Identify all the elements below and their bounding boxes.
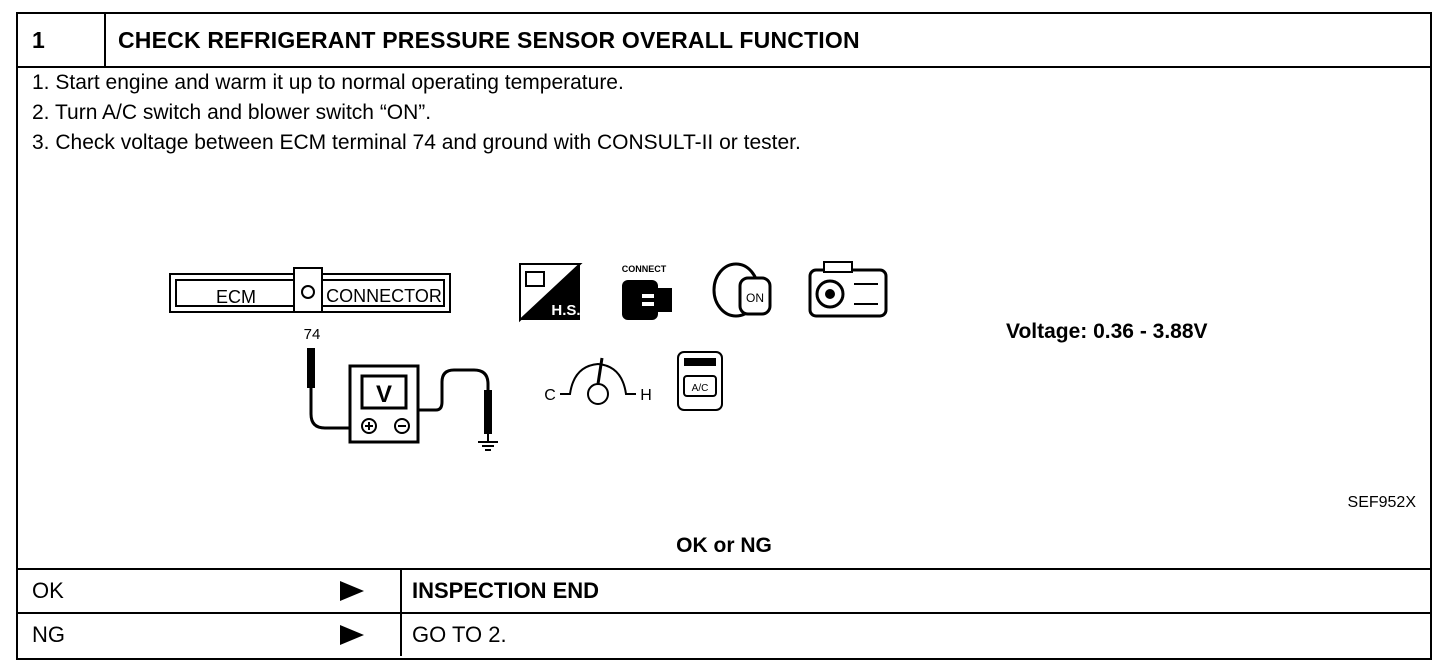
voltmeter: V <box>348 364 420 444</box>
procedure-steps: 1. Start engine and warm it up to normal… <box>32 68 801 158</box>
column-divider <box>400 614 402 656</box>
procedure-step: 1. Start engine and warm it up to normal… <box>32 71 624 94</box>
result-label: NG <box>32 622 65 647</box>
hot-start-icon: H.S. <box>519 263 583 323</box>
minus-terminal-icon <box>394 418 410 434</box>
result-action: GO TO 2. <box>412 622 507 647</box>
ignition-key-icon: ON <box>712 262 772 318</box>
step-title: CHECK REFRIGERANT PRESSURE SENSOR OVERAL… <box>118 27 860 53</box>
result-row-ng: NG GO TO 2. <box>18 612 1430 656</box>
procedure-step: 2. Turn A/C switch and blower switch “ON… <box>32 101 432 124</box>
ac-label: A/C <box>692 383 709 394</box>
inspection-table: 1 CHECK REFRIGERANT PRESSURE SENSOR OVER… <box>16 12 1432 660</box>
connect-label: CONNECT <box>622 264 667 274</box>
connect-icon: CONNECT <box>622 264 672 320</box>
ecm-label: ECM <box>216 287 256 307</box>
meter-label: V <box>376 381 392 408</box>
terminal-number: 74 <box>304 326 321 343</box>
table-header: 1 CHECK REFRIGERANT PRESSURE SENSOR OVER… <box>18 14 1430 68</box>
arrow-right-icon <box>340 625 364 645</box>
positive-probe <box>307 348 350 430</box>
column-divider <box>400 570 402 612</box>
plus-terminal-icon <box>361 418 377 434</box>
key-on-label: ON <box>746 291 764 305</box>
ecm-connector: ECM CONNECTOR <box>169 267 451 313</box>
hs-label: H.S. <box>551 302 580 319</box>
arrow-right-icon <box>340 581 364 601</box>
figure-id: SEF952X <box>1347 494 1416 511</box>
gauge-cold-label: C <box>544 387 556 404</box>
ground-probe <box>418 368 498 451</box>
temperature-gauge-icon: C H <box>544 357 652 405</box>
result-label: OK <box>32 578 64 603</box>
result-prompt: OK or NG <box>676 534 772 557</box>
terminal-pin-icon <box>301 285 315 299</box>
engine-icon <box>808 261 888 318</box>
voltage-spec: Voltage: 0.36 - 3.88V <box>1006 320 1208 343</box>
result-action: INSPECTION END <box>412 578 600 603</box>
gauge-hot-label: H <box>640 387 652 404</box>
ac-switch-icon: A/C <box>677 351 723 411</box>
connector-label: CONNECTOR <box>326 286 442 306</box>
procedure-step: 3. Check voltage between ECM terminal 74… <box>32 131 801 154</box>
result-row-ok: OK INSPECTION END <box>18 568 1430 612</box>
step-number: 1 <box>18 14 106 66</box>
